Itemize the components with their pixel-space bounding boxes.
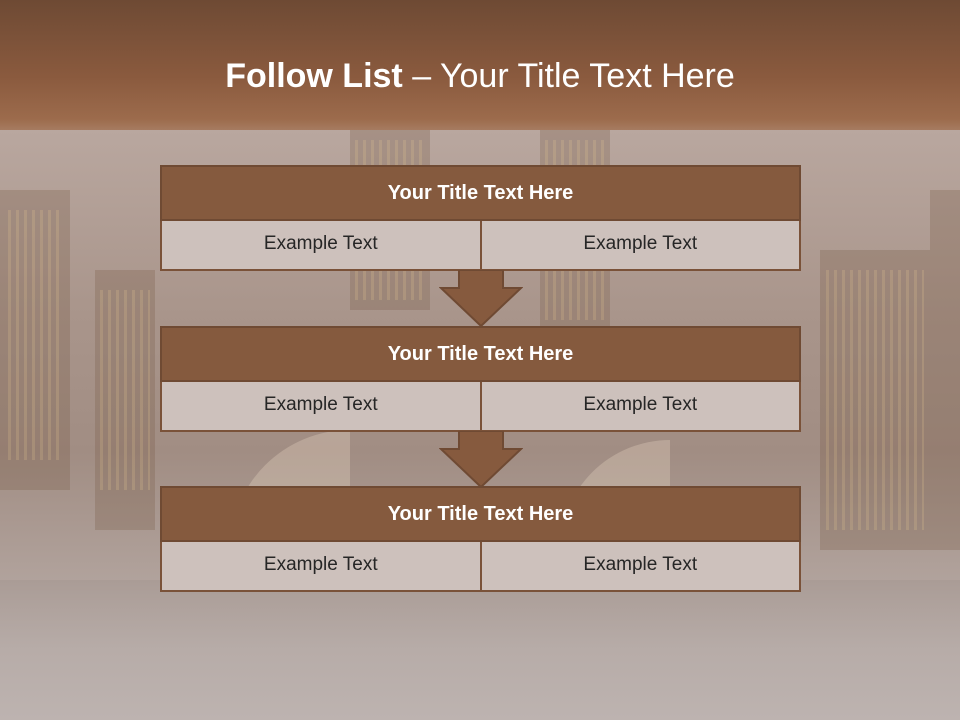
title-bold-part: Follow List	[225, 57, 403, 95]
background-water	[0, 580, 960, 720]
down-arrow-icon	[439, 431, 523, 487]
block-row: Example Text Example Text	[160, 542, 801, 592]
block-cell-left: Example Text	[160, 542, 482, 592]
block-cell-right: Example Text	[479, 221, 801, 271]
block-row: Example Text Example Text	[160, 221, 801, 271]
block-cell-left: Example Text	[160, 382, 482, 432]
block-row: Example Text Example Text	[160, 382, 801, 432]
block-title: Your Title Text Here	[160, 486, 801, 542]
block-cell-left: Example Text	[160, 221, 482, 271]
block-cell-right: Example Text	[479, 382, 801, 432]
down-arrow-icon	[439, 270, 523, 326]
slide-title: Follow List – Your Title Text Here	[0, 52, 960, 100]
list-block-2: Your Title Text Here Example Text Exampl…	[160, 326, 801, 432]
block-title: Your Title Text Here	[160, 326, 801, 382]
block-title: Your Title Text Here	[160, 165, 801, 221]
title-rest-part: – Your Title Text Here	[402, 57, 735, 95]
list-block-3: Your Title Text Here Example Text Exampl…	[160, 486, 801, 592]
list-block-1: Your Title Text Here Example Text Exampl…	[160, 165, 801, 271]
block-cell-right: Example Text	[479, 542, 801, 592]
